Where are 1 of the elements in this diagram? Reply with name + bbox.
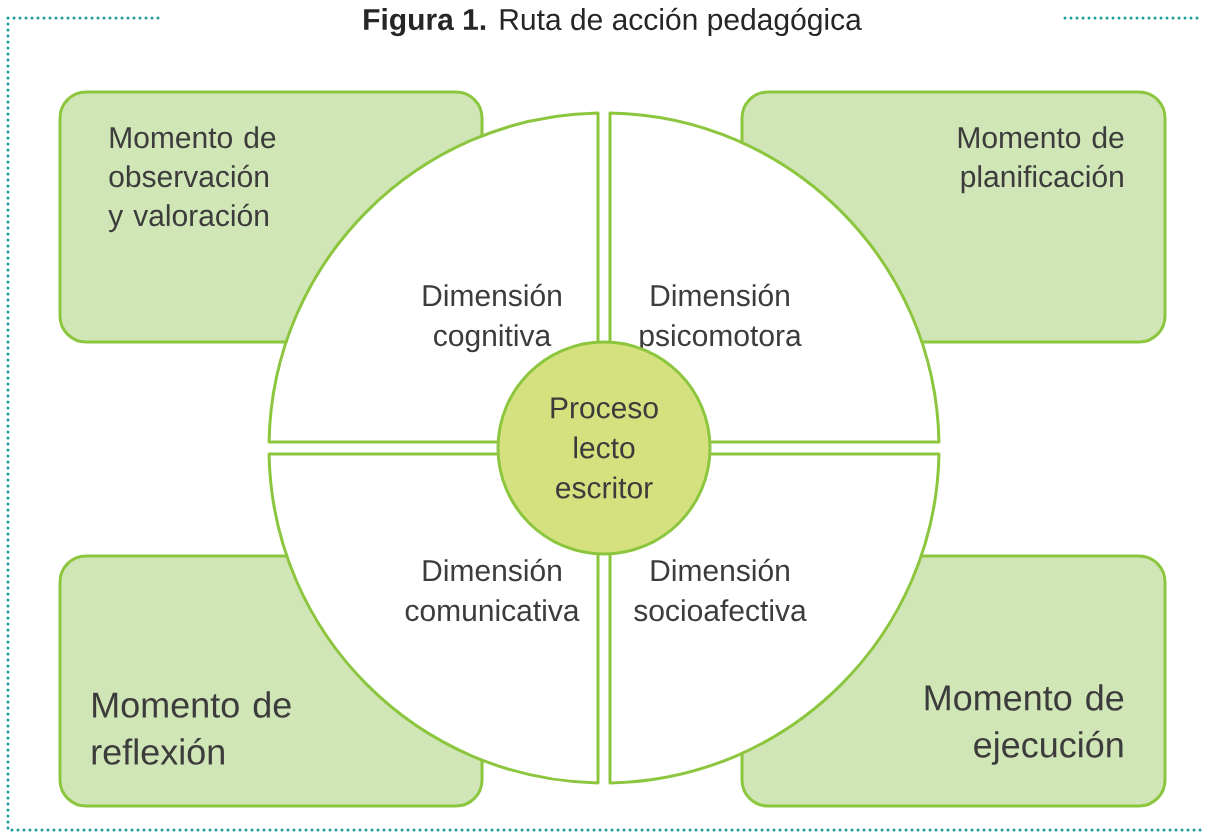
figure-title: Figura 1. Ruta de acción pedagógica [364,7,862,37]
